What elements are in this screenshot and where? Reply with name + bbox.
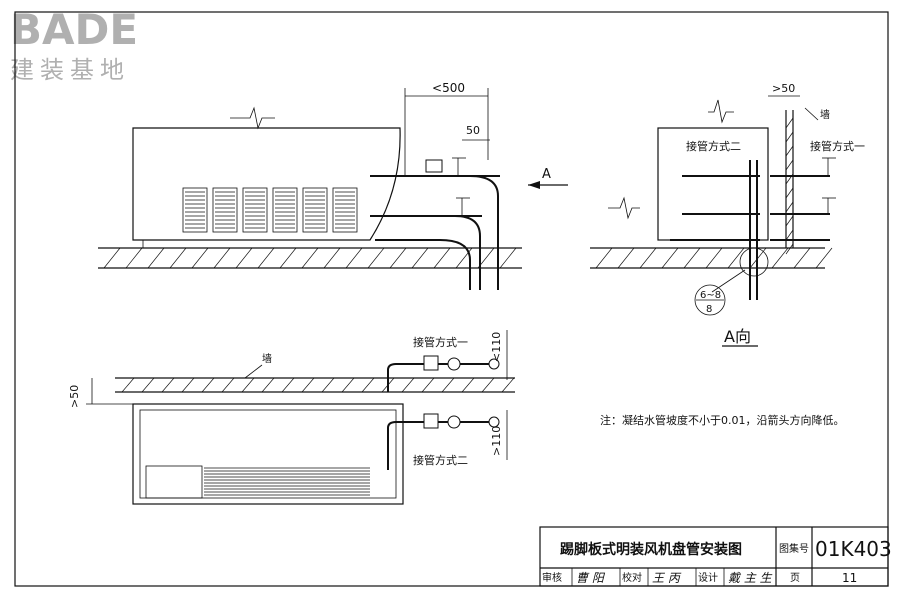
check-name: 王 丙 bbox=[652, 571, 682, 585]
front-elevation: <500 50 A bbox=[98, 81, 568, 290]
dimension-50-top: 50 bbox=[466, 124, 480, 137]
view-a-caption: A向 bbox=[724, 327, 751, 346]
design-label: 设计 bbox=[698, 571, 718, 584]
drawing-title: 踢脚板式明装风机盘管安装图 bbox=[560, 541, 742, 558]
logo: BADE 建装基地 bbox=[10, 5, 138, 84]
slope-bottom: 8 bbox=[706, 304, 712, 315]
method-two-label-side: 接管方式二 bbox=[686, 139, 741, 153]
review-name: 曹 阳 bbox=[576, 571, 606, 585]
view-arrow-a: A bbox=[542, 167, 551, 182]
method-one-label-side: 接管方式一 bbox=[810, 139, 865, 153]
note-text: 注：凝结水管坡度不小于0.01，沿箭头方向降低。 bbox=[600, 413, 845, 427]
dimension-110-bottom: >110 bbox=[490, 426, 503, 456]
drawing-border bbox=[14, 11, 889, 587]
page-label: 页 bbox=[790, 572, 800, 584]
logo-subtitle: 建装基地 bbox=[10, 56, 130, 84]
dimension-50-plan: >50 bbox=[68, 385, 81, 408]
design-name: 戴 主 生 bbox=[728, 571, 773, 585]
title-block: 踢脚板式明装风机盘管安装图 图集号 01K403 审核 曹 阳 校对 王 丙 设… bbox=[539, 526, 892, 587]
break-symbol bbox=[230, 106, 275, 130]
dimension-110-top: <110 bbox=[490, 332, 503, 362]
logo-brand: BADE bbox=[10, 5, 138, 54]
page-number: 11 bbox=[842, 571, 857, 585]
atlas-label: 图集号 bbox=[779, 542, 809, 555]
fan-coil-unit-plan bbox=[132, 403, 404, 505]
plan-view: 墙 接管方式一 接管方式二 >50 <110 >110 bbox=[68, 330, 515, 505]
dimension-50-right: >50 bbox=[772, 82, 795, 95]
review-label: 审核 bbox=[542, 571, 562, 584]
wall-label-side: 墙 bbox=[820, 108, 830, 121]
check-label: 校对 bbox=[622, 571, 642, 584]
method-two-label-plan: 接管方式二 bbox=[413, 453, 468, 467]
wall-label-plan: 墙 bbox=[262, 352, 272, 365]
side-view-a: 6~8 8 >50 墙 接管方式二 接管方式一 A向 bbox=[590, 82, 865, 347]
fan-coil-unit-front bbox=[132, 127, 401, 241]
method-one-label-plan: 接管方式一 bbox=[413, 335, 468, 349]
slope-detail-circle bbox=[694, 284, 726, 316]
dimension-500: <500 bbox=[432, 81, 465, 95]
atlas-number: 01K403 bbox=[815, 537, 892, 561]
slope-top: 6~8 bbox=[700, 290, 721, 301]
